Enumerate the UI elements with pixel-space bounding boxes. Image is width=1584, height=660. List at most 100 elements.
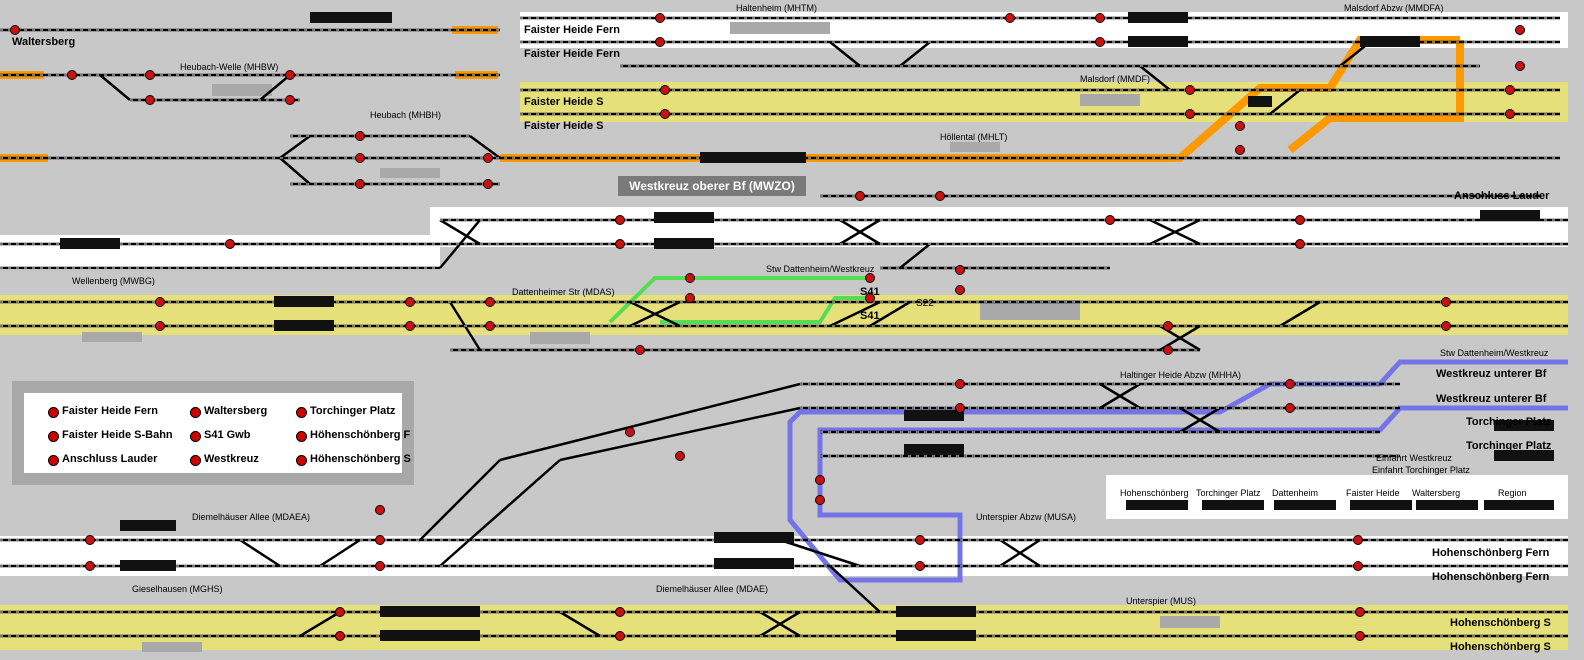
signal-icon[interactable] [335, 607, 345, 617]
signal-icon[interactable] [675, 451, 685, 461]
region-display[interactable] [1126, 500, 1188, 510]
exit-faister-fern-2[interactable]: Faister Heide Fern [524, 48, 620, 60]
exit-faister-s-2[interactable]: Faister Heide S [524, 120, 604, 132]
exit-torchinger-2[interactable]: Torchinger Platz [1466, 440, 1552, 452]
signal-icon[interactable] [1185, 85, 1195, 95]
exit-hohen-fern-2[interactable]: Hohenschönberg Fern [1432, 571, 1550, 583]
exit-hohen-fern-1[interactable]: Hohenschönberg Fern [1432, 547, 1550, 559]
signal-icon[interactable] [145, 70, 155, 80]
signal-icon[interactable] [955, 285, 965, 295]
exit-torchinger-1[interactable]: Torchinger Platz [1466, 416, 1552, 428]
signal-icon[interactable] [1505, 85, 1515, 95]
signal-icon[interactable] [1163, 345, 1173, 355]
signal-icon[interactable] [1515, 25, 1525, 35]
signal-icon[interactable] [1353, 561, 1363, 571]
region-display[interactable] [1350, 500, 1412, 510]
signal-icon[interactable] [815, 475, 825, 485]
signal-icon[interactable] [955, 265, 965, 275]
exit-hohen-s-1[interactable]: Hohenschönberg S [1450, 617, 1551, 629]
station-label: Heubach-Welle (MHBW) [180, 62, 279, 72]
signal-icon[interactable] [1295, 215, 1305, 225]
track [759, 610, 801, 638]
signal-icon[interactable] [635, 345, 645, 355]
exit-westkreuz-unten-1[interactable]: Westkreuz unterer Bf [1436, 368, 1547, 380]
signal-icon[interactable] [655, 13, 665, 23]
signal-icon[interactable] [915, 535, 925, 545]
signal-icon[interactable] [285, 70, 295, 80]
signal-icon[interactable] [285, 95, 295, 105]
signal-icon[interactable] [935, 191, 945, 201]
signal-icon[interactable] [1353, 535, 1363, 545]
signal-icon[interactable] [1355, 631, 1365, 641]
signal-icon[interactable] [855, 191, 865, 201]
signal-icon[interactable] [660, 85, 670, 95]
signal-icon[interactable] [375, 505, 385, 515]
signal-icon[interactable] [615, 607, 625, 617]
track-block-display [380, 630, 480, 641]
signal-icon[interactable] [1285, 379, 1295, 389]
signal-icon[interactable] [10, 25, 20, 35]
signal-icon[interactable] [335, 631, 345, 641]
signal-icon[interactable] [615, 631, 625, 641]
signal-icon[interactable] [355, 179, 365, 189]
signal-icon[interactable] [485, 297, 495, 307]
signal-icon[interactable] [1105, 215, 1115, 225]
signal-icon[interactable] [155, 297, 165, 307]
signal-icon[interactable] [145, 95, 155, 105]
station-label: Dattenheimer Str (MDAS) [512, 287, 615, 297]
signal-icon[interactable] [1515, 61, 1525, 71]
signal-icon[interactable] [405, 297, 415, 307]
signal-icon[interactable] [685, 293, 695, 303]
signal-icon[interactable] [355, 153, 365, 163]
signal-icon[interactable] [67, 70, 77, 80]
signal-icon[interactable] [915, 561, 925, 571]
signal-icon[interactable] [1163, 321, 1173, 331]
signal-icon[interactable] [655, 37, 665, 47]
signal-icon[interactable] [615, 239, 625, 249]
signal-icon[interactable] [1235, 145, 1245, 155]
track [469, 134, 501, 160]
signal-icon[interactable] [955, 403, 965, 413]
region-display[interactable] [1484, 500, 1554, 510]
signal-icon[interactable] [85, 535, 95, 545]
signal-icon[interactable] [1235, 121, 1245, 131]
signal-icon[interactable] [375, 535, 385, 545]
region-display[interactable] [1274, 500, 1336, 510]
signal-icon[interactable] [85, 561, 95, 571]
signal-icon[interactable] [815, 495, 825, 505]
signal-icon[interactable] [1095, 37, 1105, 47]
station-label: Unterspier Abzw (MUSA) [976, 512, 1077, 522]
signal-icon[interactable] [483, 179, 493, 189]
signal-icon[interactable] [865, 273, 875, 283]
exit-faister-fern-1[interactable]: Faister Heide Fern [524, 24, 620, 36]
signal-icon[interactable] [685, 273, 695, 283]
signal-icon[interactable] [1295, 239, 1305, 249]
signal-icon[interactable] [483, 153, 493, 163]
signal-icon[interactable] [485, 321, 495, 331]
region-display[interactable] [1416, 500, 1478, 510]
signal-icon[interactable] [615, 215, 625, 225]
signal-icon[interactable] [155, 321, 165, 331]
signal-icon[interactable] [1355, 607, 1365, 617]
signal-icon[interactable] [955, 379, 965, 389]
signal-icon[interactable] [355, 131, 365, 141]
signal-icon[interactable] [1441, 321, 1451, 331]
signal-icon[interactable] [865, 293, 875, 303]
signal-icon[interactable] [405, 321, 415, 331]
signal-icon[interactable] [225, 239, 235, 249]
region-display[interactable] [1202, 500, 1264, 510]
signal-icon[interactable] [660, 109, 670, 119]
signal-icon[interactable] [1505, 109, 1515, 119]
signal-icon[interactable] [625, 427, 635, 437]
signal-icon[interactable] [1285, 403, 1295, 413]
signal-icon[interactable] [1185, 109, 1195, 119]
signal-icon[interactable] [1095, 13, 1105, 23]
signal-icon[interactable] [375, 561, 385, 571]
signal-icon[interactable] [1441, 297, 1451, 307]
exit-hohen-s-2[interactable]: Hohenschönberg S [1450, 641, 1551, 653]
exit-westkreuz-unten-2[interactable]: Westkreuz unterer Bf [1436, 393, 1547, 405]
exit-waltersberg[interactable]: Waltersberg [12, 36, 76, 48]
exit-faister-s-1[interactable]: Faister Heide S [524, 96, 604, 108]
signal-icon[interactable] [1005, 13, 1015, 23]
exit-anschluss-lauder[interactable]: Anschluss Lauder [1454, 190, 1550, 202]
